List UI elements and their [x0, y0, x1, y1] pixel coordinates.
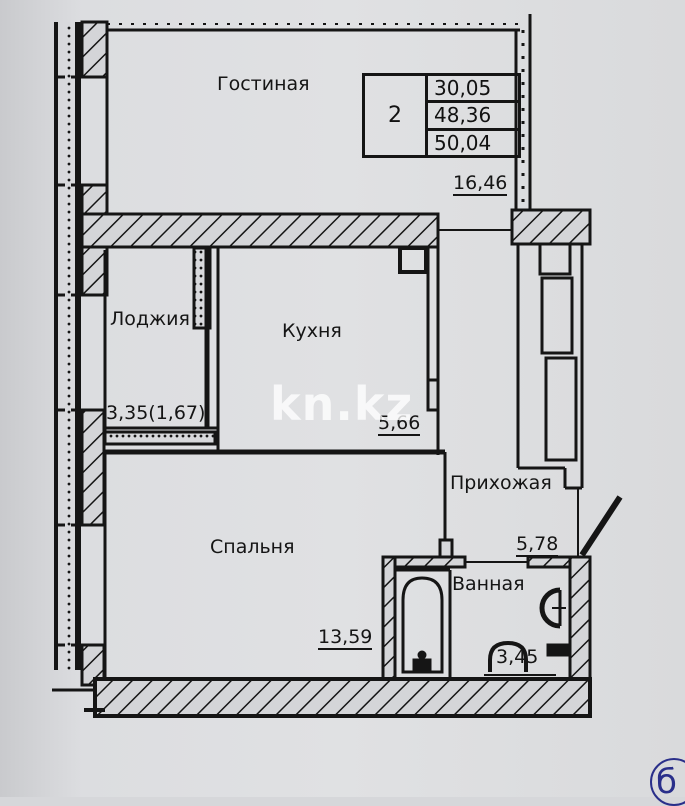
room-area-kitchen: 5,66	[378, 412, 421, 436]
room-area-loggia: 3,35(1,67)	[106, 402, 206, 424]
room-label-hallway: Прихожая	[450, 472, 552, 494]
room-label-living: Гостиная	[217, 73, 310, 95]
living-area-value: 30,05	[428, 76, 518, 104]
watermark: kn.kz	[270, 377, 414, 431]
area-summary-table: 2 30,05 48,36 50,04	[362, 73, 521, 158]
room-area-bedroom: 13,59	[318, 626, 373, 650]
total-area-value: 48,36	[428, 103, 518, 131]
signature-mark: б	[650, 758, 685, 806]
room-label-kitchen: Кухня	[282, 320, 342, 342]
room-area-bathroom: 3,45	[496, 646, 539, 668]
room-label-bedroom: Спальня	[210, 536, 295, 558]
total-area-with-loggia-value: 50,04	[434, 130, 492, 155]
room-label-loggia: Лоджия	[110, 308, 190, 330]
rooms-count: 2	[365, 76, 428, 155]
room-label-bathroom: Ванная	[452, 573, 525, 595]
room-area-living: 16,46	[453, 172, 508, 196]
room-area-hallway: 5,78	[516, 533, 559, 557]
